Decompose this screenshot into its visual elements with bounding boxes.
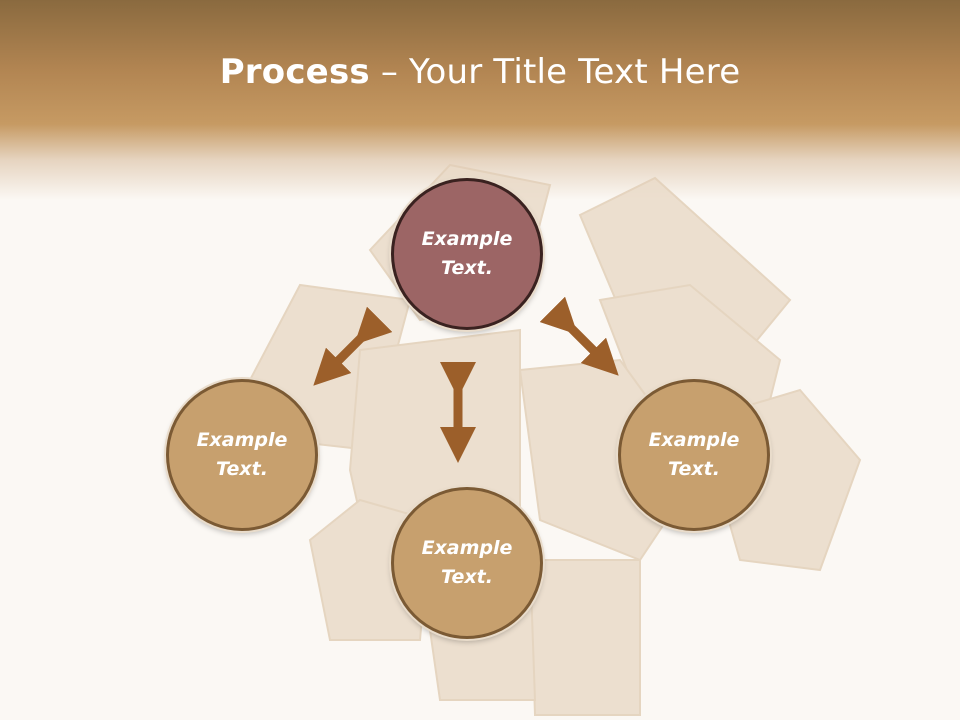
node-top-line1: Example <box>421 228 513 250</box>
title-bold: Process <box>219 52 370 92</box>
process-node-left: Example Text. <box>166 379 318 531</box>
block-shape <box>528 559 641 716</box>
node-right-line1: Example <box>648 429 740 451</box>
node-bottom-line1: Example <box>421 537 513 559</box>
process-node-bottom: Example Text. <box>391 487 543 639</box>
process-node-top: Example Text. <box>391 178 543 330</box>
node-left-line1: Example <box>196 429 288 451</box>
node-top-line2: Text. <box>441 257 493 279</box>
node-right-line2: Text. <box>668 458 720 480</box>
title-rest: – Your Title Text Here <box>369 52 741 92</box>
node-left-line2: Text. <box>216 458 268 480</box>
process-node-right: Example Text. <box>618 379 770 531</box>
slide-title: Process – Your Title Text Here <box>0 52 960 92</box>
node-bottom-line2: Text. <box>441 566 493 588</box>
header-band <box>0 0 960 200</box>
